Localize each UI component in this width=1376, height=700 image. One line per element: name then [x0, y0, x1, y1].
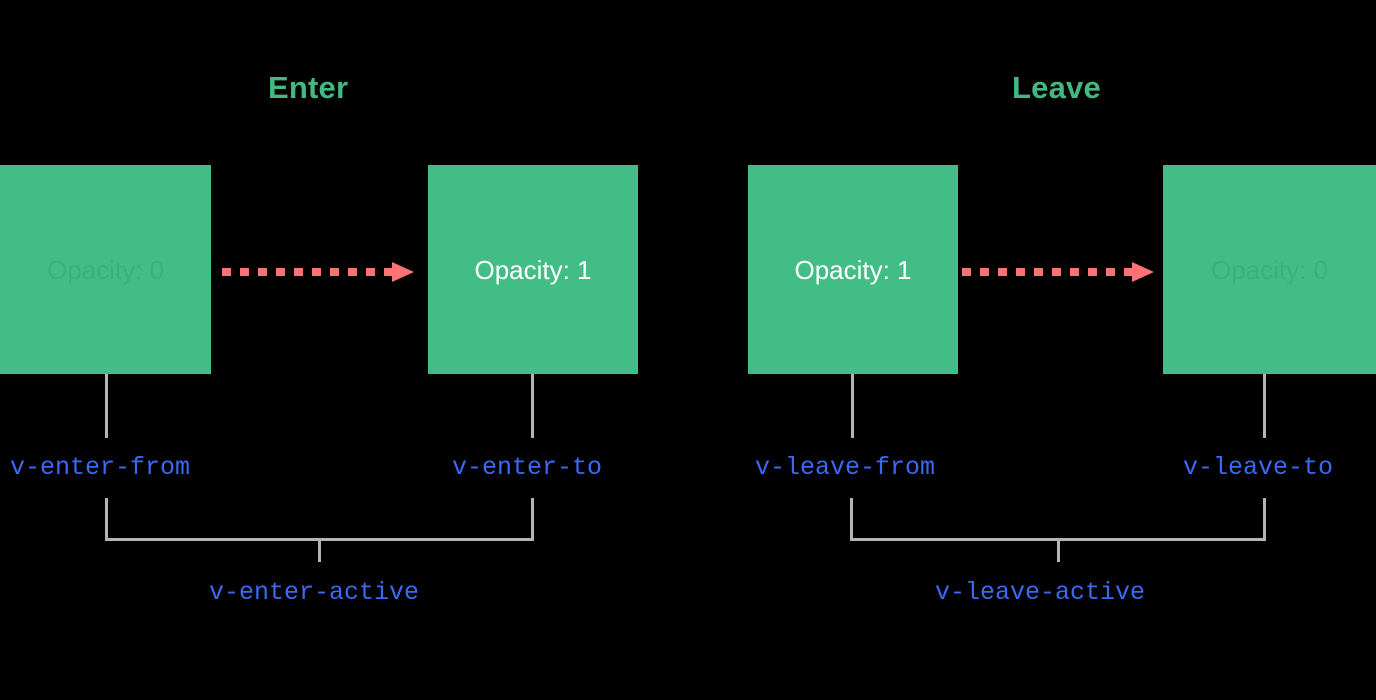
section-title-enter: Enter	[268, 70, 349, 105]
connector-stem-enter-from	[105, 374, 108, 438]
connector-stem-leave-from	[851, 374, 854, 438]
connector-stem-enter-to	[531, 374, 534, 438]
arrow-shaft	[962, 268, 1132, 276]
grouping-bracket-leave	[850, 498, 1266, 562]
state-box-label: Opacity: 1	[794, 254, 912, 285]
class-label-enter-active: v-enter-active	[209, 578, 420, 607]
class-label-leave-active: v-leave-active	[935, 578, 1146, 607]
state-box-label: Opacity: 1	[474, 254, 592, 285]
class-label-enter-from: v-enter-from	[10, 453, 191, 482]
arrow-head	[392, 262, 414, 282]
state-box-label: Opacity: 0	[1210, 254, 1329, 285]
transition-arrow-enter-icon	[222, 262, 414, 282]
transition-arrow-leave-icon	[962, 262, 1154, 282]
arrow-shaft	[222, 268, 392, 276]
state-box-enter-from: Opacity: 0	[0, 165, 211, 374]
arrow-head	[1132, 262, 1154, 282]
class-label-leave-from: v-leave-from	[755, 453, 936, 482]
state-box-leave-to: Opacity: 0	[1163, 165, 1376, 374]
state-box-label: Opacity: 0	[46, 254, 165, 285]
state-box-leave-from: Opacity: 1	[748, 165, 958, 374]
section-title-leave: Leave	[1012, 70, 1101, 105]
bracket-drop-line	[1056, 538, 1060, 562]
class-label-leave-to: v-leave-to	[1183, 453, 1334, 482]
grouping-bracket-enter	[105, 498, 534, 562]
bracket-drop-line	[318, 538, 321, 562]
connector-stem-leave-to	[1263, 374, 1266, 438]
state-box-enter-to: Opacity: 1	[428, 165, 638, 374]
class-label-enter-to: v-enter-to	[452, 453, 603, 482]
